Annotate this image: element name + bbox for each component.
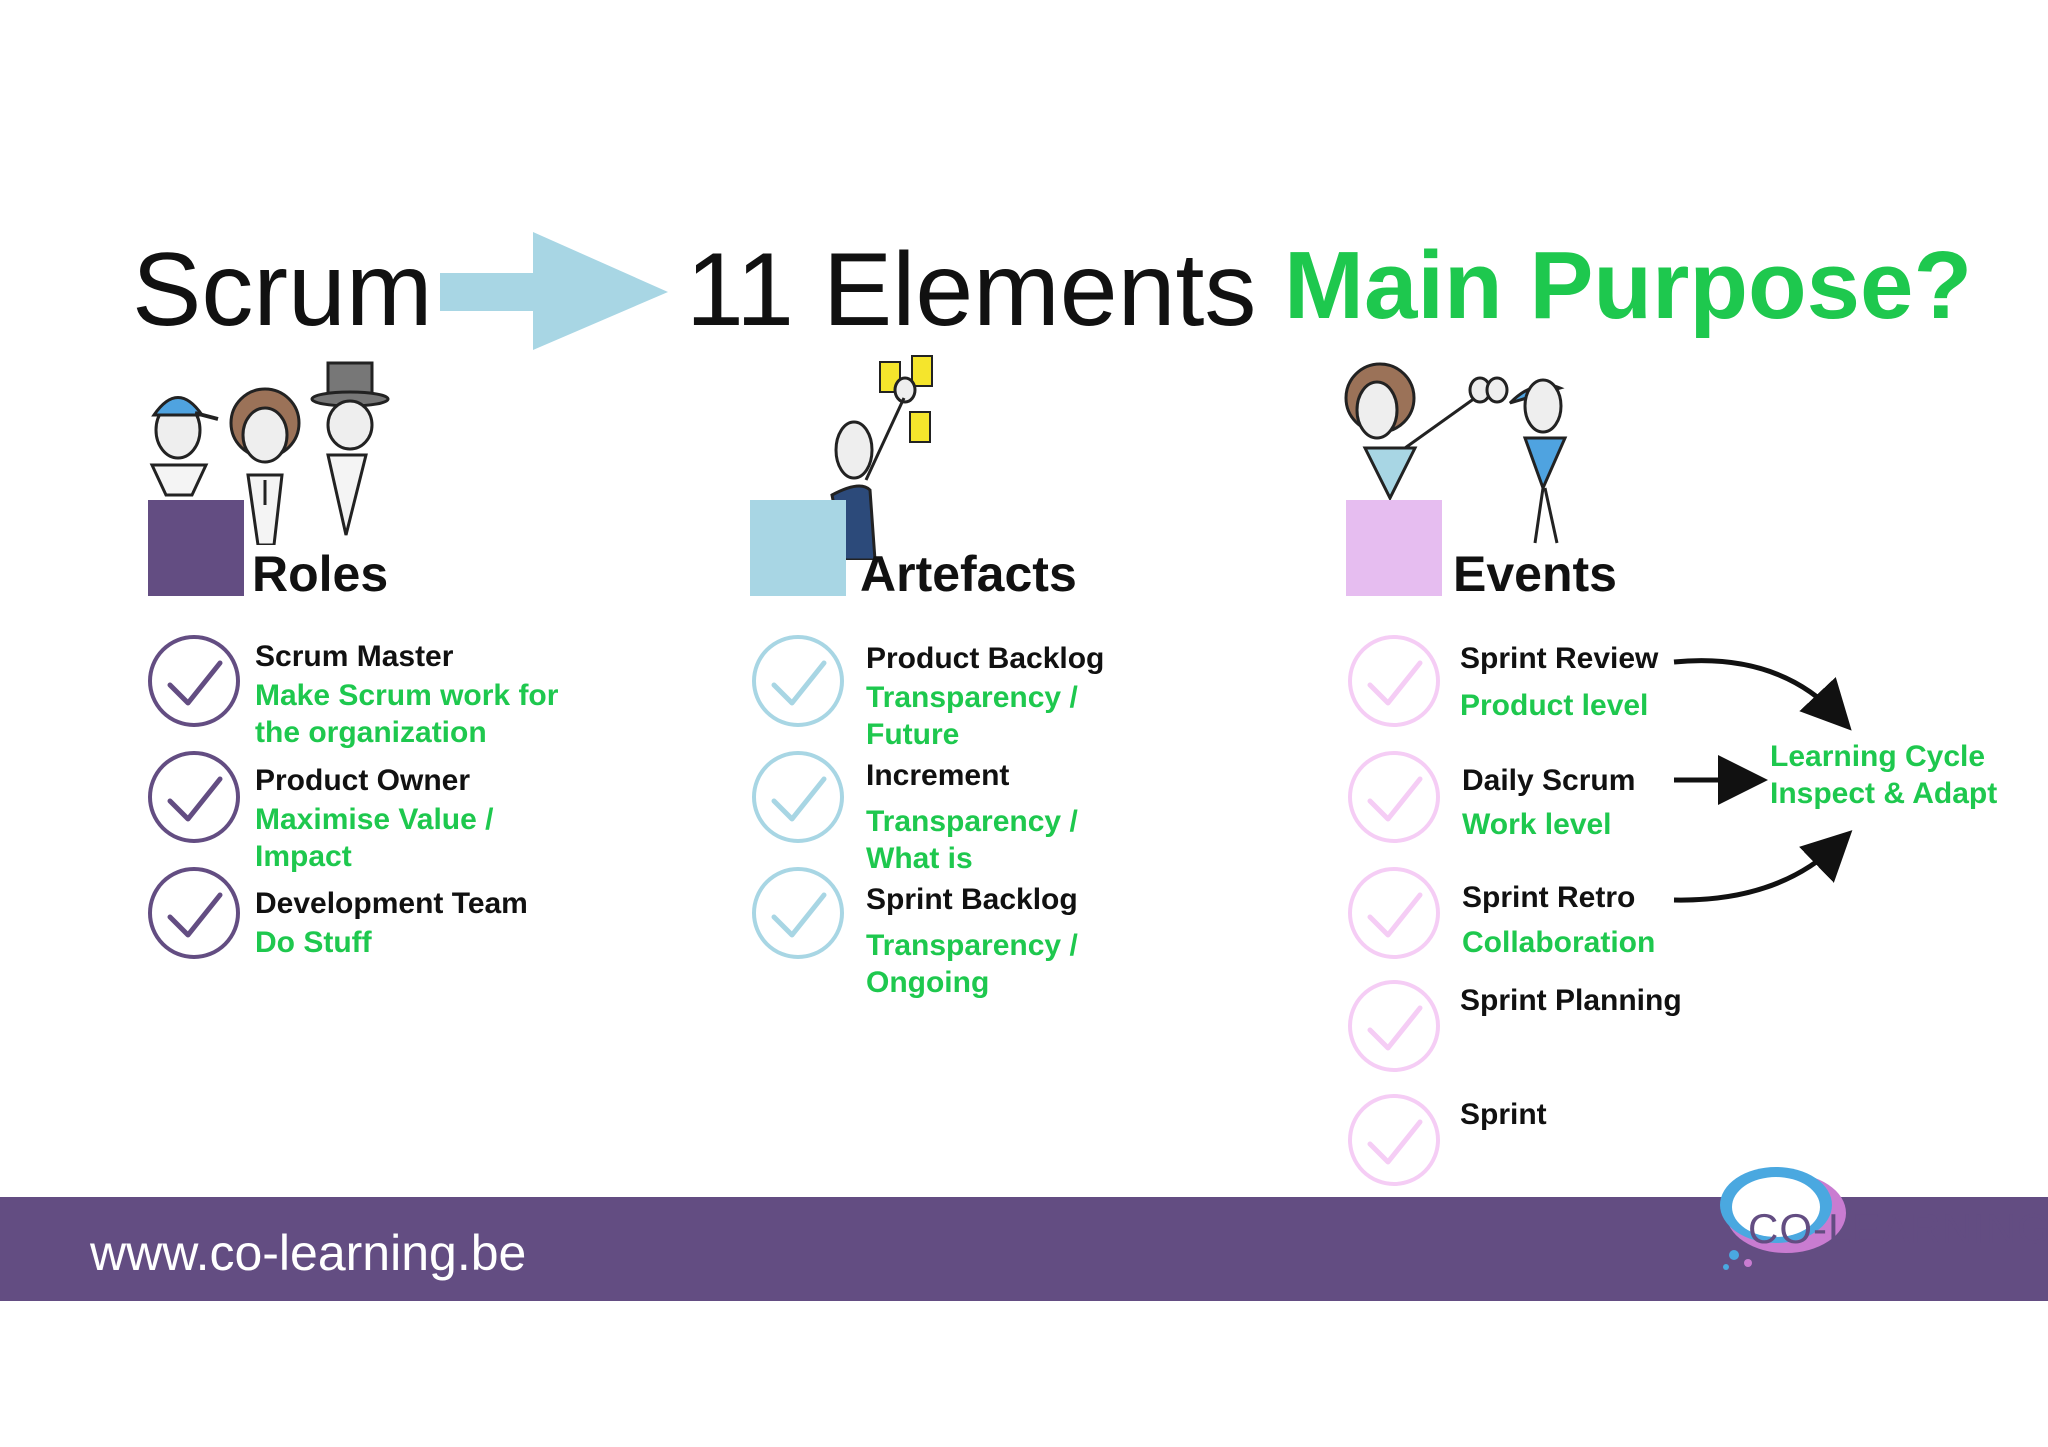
check-circle-icon	[752, 751, 844, 843]
artefact-purpose: Transparency /	[866, 805, 1078, 838]
roles-people-illustration	[149, 361, 390, 545]
learning-cycle-arrows	[1673, 658, 1853, 903]
event-name: Sprint Planning	[1460, 984, 1682, 1017]
headline-elements: 11 Elements	[686, 232, 1257, 348]
headline-scrum: Scrum	[132, 232, 433, 348]
events-color-square	[1346, 500, 1442, 596]
event-name: Daily Scrum	[1462, 764, 1636, 797]
role-purpose: Do Stuff	[255, 926, 372, 959]
roles-title: Roles	[252, 546, 389, 602]
learning-cycle-label: Learning Cycle	[1770, 740, 1986, 773]
check-circle-icon	[148, 635, 240, 727]
events-title: Events	[1453, 546, 1617, 602]
check-circle-icon	[752, 635, 844, 727]
artefact-purpose: Ongoing	[866, 966, 990, 999]
check-circle-icon	[148, 751, 240, 843]
headline-purpose: Main Purpose?	[1284, 232, 1973, 339]
event-purpose: Collaboration	[1462, 926, 1656, 959]
artefact-name: Sprint Backlog	[866, 883, 1078, 916]
check-circle-icon	[1348, 867, 1440, 959]
footer-bar	[0, 1197, 2048, 1301]
arrow-right-icon	[440, 232, 668, 350]
check-circle-icon	[1348, 980, 1440, 1072]
artefact-purpose: Future	[866, 718, 960, 751]
check-circle-icon	[1348, 635, 1440, 727]
events-people-illustration	[1344, 362, 1568, 544]
artefact-purpose: What is	[866, 842, 973, 875]
co-learning-logo-icon	[1720, 1167, 1846, 1270]
role-purpose: Maximise Value /	[255, 803, 494, 836]
check-circle-icon	[752, 867, 844, 959]
artefact-name: Increment	[866, 759, 1010, 792]
role-purpose: Make Scrum work for	[255, 679, 559, 712]
event-purpose: Product level	[1460, 689, 1649, 722]
check-circle-icon	[148, 867, 240, 959]
artefact-name: Product Backlog	[866, 642, 1105, 675]
event-name: Sprint	[1460, 1098, 1547, 1131]
role-name: Scrum Master	[255, 640, 454, 673]
role-name: Development Team	[255, 887, 528, 920]
role-purpose: the organization	[255, 716, 487, 749]
event-purpose: Work level	[1462, 808, 1612, 841]
check-circle-icon	[1348, 1094, 1440, 1186]
event-name: Sprint Review	[1460, 642, 1659, 675]
footer-url[interactable]: www.co-learning.be	[90, 1225, 527, 1281]
event-name: Sprint Retro	[1462, 881, 1636, 914]
logo-text: CO-LEARNING	[1748, 1205, 2048, 1252]
artefact-purpose: Transparency /	[866, 929, 1078, 962]
artefacts-title: Artefacts	[860, 546, 1077, 602]
inspect-adapt-label: Inspect & Adapt	[1770, 777, 1998, 810]
role-name: Product Owner	[255, 764, 471, 797]
check-circle-icon	[1348, 751, 1440, 843]
role-purpose: Impact	[255, 840, 352, 873]
artefacts-color-square	[750, 500, 846, 596]
artefact-purpose: Transparency /	[866, 681, 1078, 714]
roles-color-square	[148, 500, 244, 596]
